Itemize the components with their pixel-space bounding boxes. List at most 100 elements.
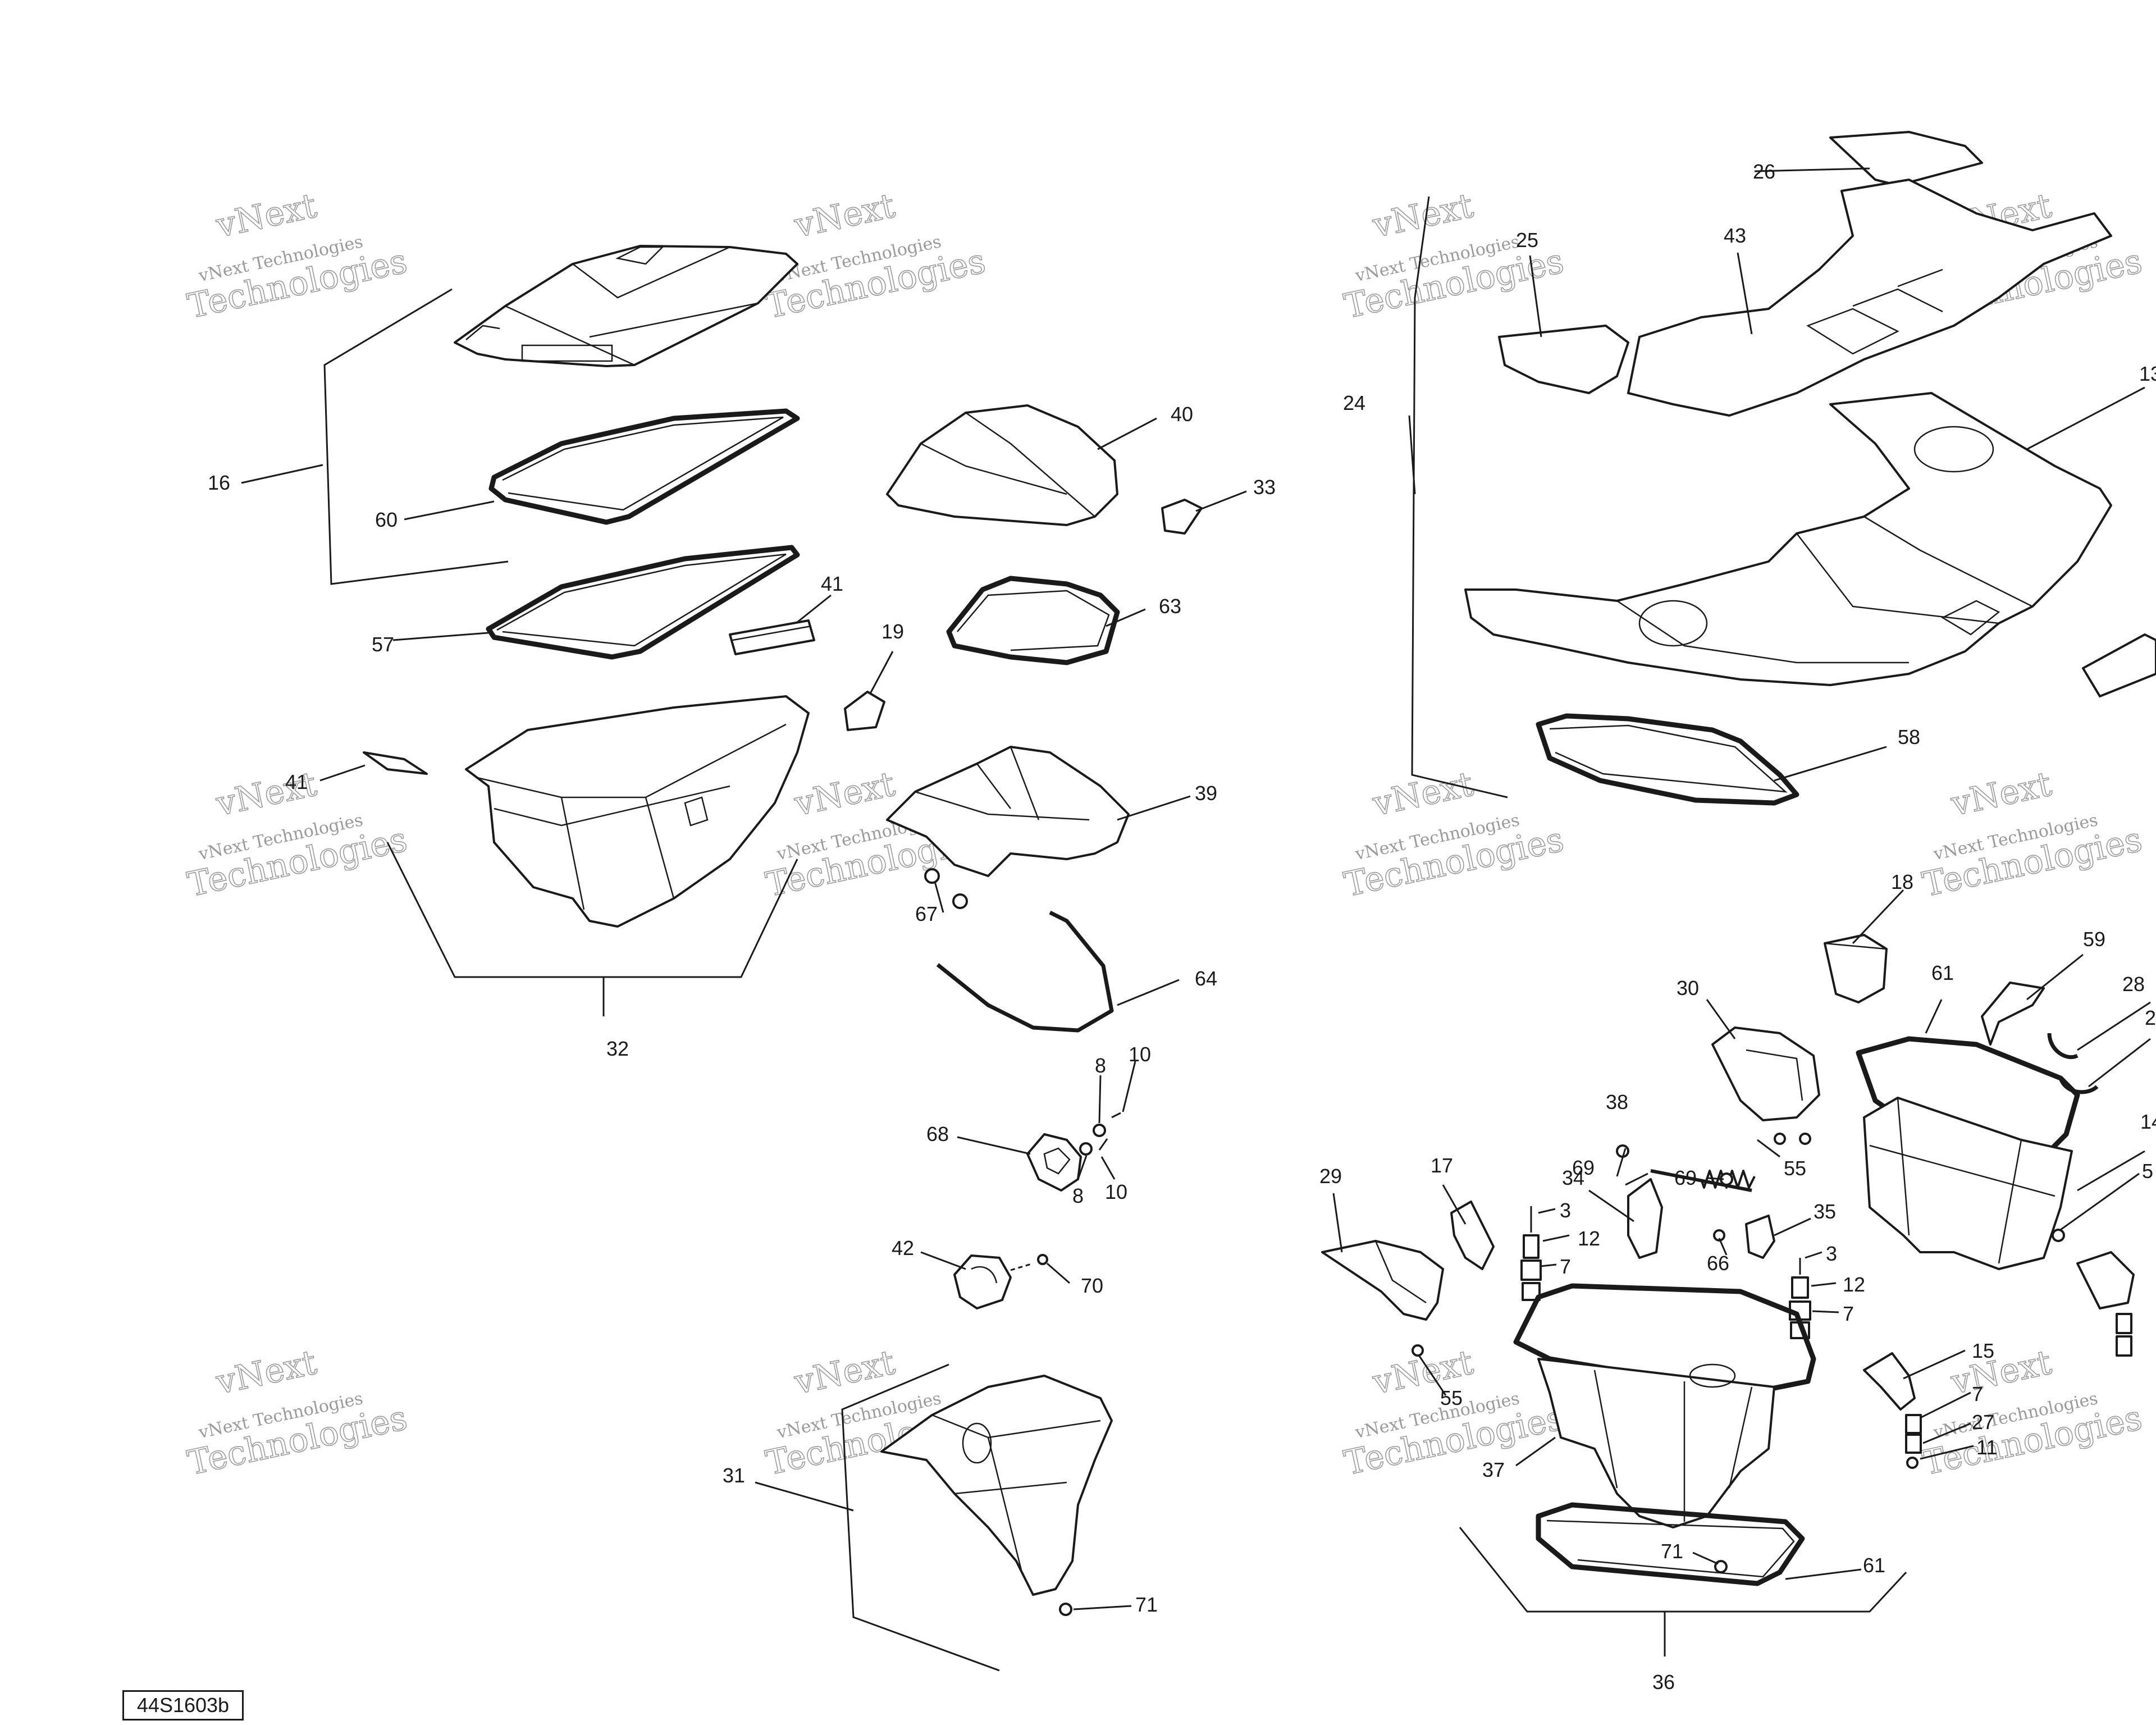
callout-label: 41 — [285, 770, 308, 793]
callout-label: 27 — [1972, 1411, 1994, 1434]
callout-label: 60 — [375, 508, 398, 531]
callout-label: 39 — [1195, 782, 1217, 805]
part-66 — [1713, 1229, 1725, 1242]
callout-label: 11 — [1976, 1436, 1997, 1459]
callout-label: 3 — [1826, 1242, 1837, 1265]
svg-text:vNext: vNext — [212, 1343, 319, 1402]
part-42 — [953, 1254, 1048, 1309]
callout-label: 41 — [821, 572, 843, 595]
callout-label: 29 — [1319, 1165, 1342, 1188]
callout-label: 18 — [1891, 870, 1913, 893]
part-5x — [2052, 1229, 2065, 1242]
callout-label: 63 — [1159, 595, 1181, 618]
callout-label: 7 — [1843, 1302, 1854, 1325]
gasket-63 — [946, 576, 1120, 665]
callout-label: 8 — [1095, 1054, 1106, 1077]
watermark: vNext vNext Technologies Technologies — [1340, 764, 1568, 905]
latch-19 — [844, 691, 885, 731]
callout-label: 24 — [1343, 391, 1365, 414]
callout-label: 30 — [1677, 976, 1699, 1000]
callout-label: 71 — [1661, 1540, 1683, 1563]
callout-label: 64 — [1195, 967, 1217, 990]
clip-33 — [1161, 499, 1203, 535]
part-68 — [1026, 1112, 1121, 1192]
callout-label: 36 — [1652, 1671, 1675, 1694]
callout-label: 55 — [1440, 1386, 1463, 1409]
callout-label: 61 — [1863, 1554, 1885, 1577]
mat-25 — [1498, 325, 1629, 394]
bin-37 — [1513, 1283, 1816, 1573]
callout-label: 12 — [1843, 1273, 1865, 1296]
callout-label: 43 — [1724, 224, 1746, 247]
gasket-58 — [1536, 713, 1799, 806]
callout-label: 13 — [2139, 362, 2156, 385]
callout-label: 59 — [2083, 928, 2105, 951]
hardware-stack-left — [1520, 1206, 1542, 1301]
callout-label: 12 — [1578, 1227, 1600, 1250]
watermark: vNext vNext Technologies Technologies — [184, 186, 411, 327]
diagram-reference-code: 44S1603b — [122, 1690, 244, 1721]
mat-26 — [1829, 131, 1983, 186]
callout-label: 40 — [1171, 403, 1193, 426]
svg-text:vNext: vNext — [791, 186, 898, 245]
callout-label: 67 — [915, 902, 938, 925]
callout-label: 38 — [1606, 1090, 1628, 1114]
callout-label: 34 — [1562, 1166, 1584, 1189]
leader-lines — [241, 167, 2151, 1672]
callout-label: 70 — [1081, 1274, 1103, 1297]
callout-label: 19 — [881, 620, 904, 643]
part-28 — [2047, 1033, 2079, 1060]
part-59 — [1981, 982, 2045, 1046]
svg-text:vNext: vNext — [791, 764, 898, 824]
watermark: vNext vNext Technologies Technologies — [1919, 764, 2146, 905]
callout-label: 35 — [1814, 1200, 1836, 1223]
svg-text:vNext: vNext — [1947, 764, 2054, 824]
watermark: vNext vNext Technologies Technologies — [184, 1343, 411, 1484]
mat-43 — [1627, 179, 2112, 417]
callout-label: 16 — [208, 471, 230, 494]
storage-bin-body — [465, 695, 810, 928]
callout-label: 28 — [2122, 973, 2145, 996]
callout-label: 2 — [2145, 1006, 2156, 1029]
svg-text:vNext: vNext — [1369, 764, 1476, 824]
callout-label: 69 — [1674, 1166, 1697, 1189]
wire-64 — [936, 910, 1114, 1033]
callout-label: 57 — [372, 633, 394, 656]
part-right-edge — [2082, 633, 2156, 697]
part-67 — [924, 868, 968, 909]
callout-label: 3 — [1560, 1199, 1571, 1222]
watermark: vNext vNext Technologies Technologies — [762, 186, 989, 327]
storage-bin-31 — [880, 1375, 1113, 1616]
callout-label: 32 — [606, 1037, 629, 1060]
deck-13 — [1464, 392, 2112, 686]
gasket-57 — [486, 545, 800, 660]
part-35 — [1745, 1215, 1775, 1259]
callout-label: 42 — [892, 1236, 914, 1259]
callout-label: 17 — [1431, 1154, 1453, 1177]
callout-label: 37 — [1482, 1458, 1505, 1481]
gasket-60 — [488, 408, 800, 525]
part-edge-bracket — [2076, 1251, 2135, 1357]
gasket-61-bottom — [1536, 1502, 1805, 1586]
callout-label: 33 — [1253, 476, 1276, 499]
part-29 — [1321, 1240, 1444, 1357]
callout-label: 31 — [723, 1464, 745, 1487]
frame-39 — [886, 746, 1130, 877]
callout-label: 66 — [1707, 1252, 1729, 1275]
cover-40 — [886, 404, 1118, 526]
callout-label: 10 — [1129, 1043, 1151, 1066]
callout-label: 5 — [2142, 1160, 2153, 1183]
part-34 — [1627, 1178, 1663, 1259]
clip-41-left — [363, 751, 428, 775]
bin-14 — [1856, 1036, 2080, 1270]
callout-label: 68 — [926, 1122, 949, 1146]
clip-41-top — [729, 619, 815, 655]
callout-label: 26 — [1753, 160, 1775, 183]
callout-label: 10 — [1105, 1180, 1127, 1203]
storage-lid — [454, 245, 798, 367]
callout-label: 55 — [1784, 1157, 1806, 1180]
svg-text:vNext: vNext — [212, 186, 319, 245]
callout-label: 61 — [1931, 961, 1954, 984]
part-15 — [1863, 1352, 1922, 1469]
